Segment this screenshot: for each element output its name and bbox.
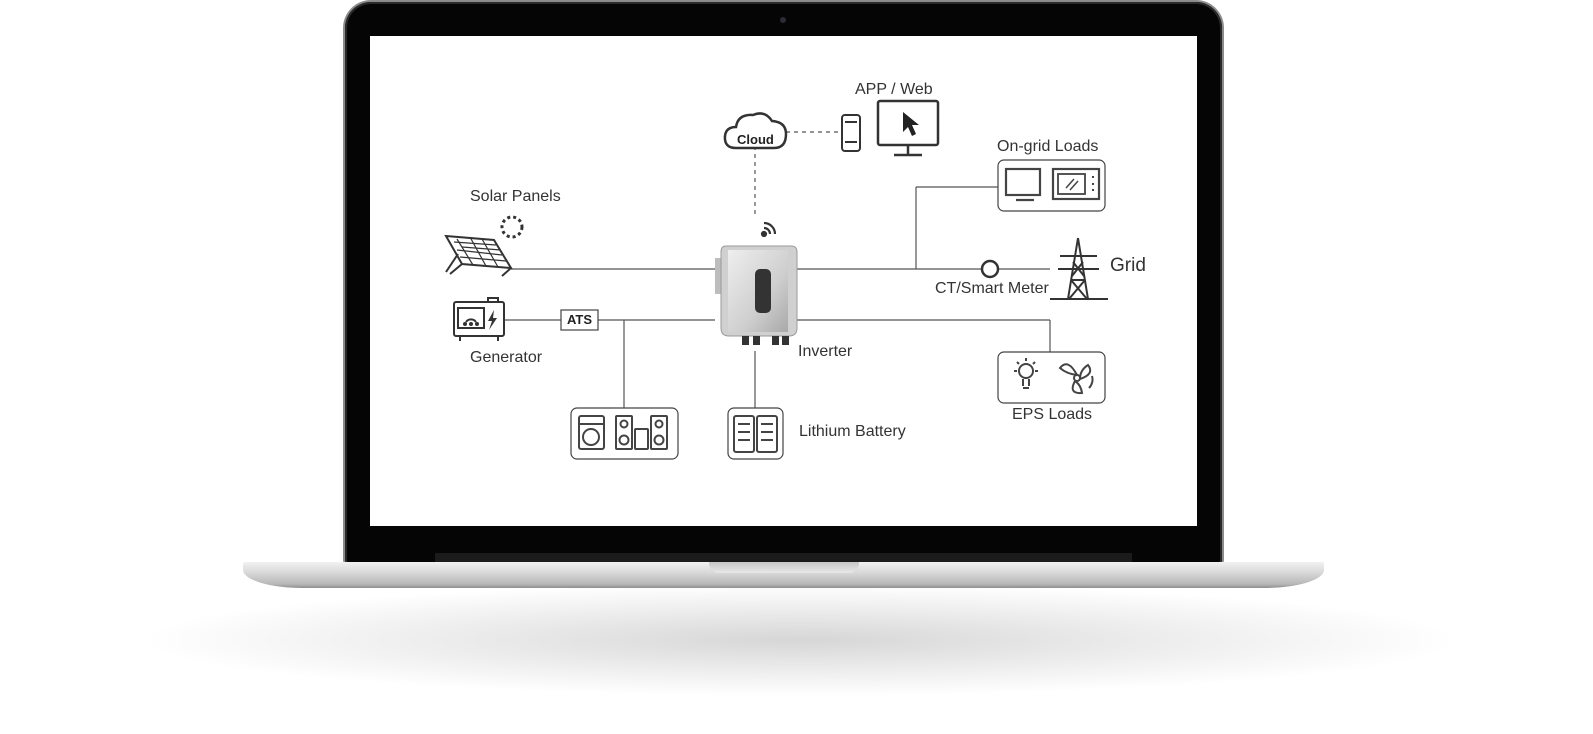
speaker-icon xyxy=(615,415,668,450)
inverter-label: Inverter xyxy=(798,343,853,360)
wifi-icon xyxy=(760,221,777,238)
battery-box xyxy=(727,407,784,460)
lightning-icon xyxy=(488,310,497,330)
light-bulb-icon xyxy=(1014,358,1038,389)
solar-panels-label: Solar Panels xyxy=(470,188,561,205)
phone-icon xyxy=(841,114,861,152)
cloud-icon xyxy=(723,112,788,150)
monitor-icon xyxy=(876,99,940,157)
ct-meter-label: CT/Smart Meter xyxy=(935,280,1049,297)
lithium-battery-label: Lithium Battery xyxy=(799,423,906,440)
laptop-base xyxy=(243,562,1324,588)
laptop-lid: APP / Web Cloud On-grid Loads Solar Pane… xyxy=(345,2,1222,564)
inverter-icon xyxy=(715,245,798,345)
eps-loads-label: EPS Loads xyxy=(1012,406,1093,423)
home-loads-box xyxy=(570,407,679,460)
transmission-tower-icon xyxy=(1050,237,1108,300)
app-web-label: APP / Web xyxy=(855,81,933,98)
grid-label: Grid xyxy=(1110,255,1146,276)
system-diagram xyxy=(444,99,1108,460)
connection-lines xyxy=(504,131,1051,408)
eps-loads-box xyxy=(997,351,1106,404)
battery-icon xyxy=(733,415,778,453)
tv-icon xyxy=(1004,167,1042,197)
cursor-icon xyxy=(903,112,919,136)
solar-panel-icon xyxy=(444,234,513,277)
cloud-label: Cloud xyxy=(737,132,774,147)
generator-label: Generator xyxy=(470,349,543,366)
fan-icon xyxy=(1058,363,1094,395)
ct-meter-icon xyxy=(980,259,1000,279)
laptop-notch xyxy=(709,562,859,573)
ats-box xyxy=(560,309,599,331)
microwave-icon xyxy=(1051,167,1101,201)
ats-label: ATS xyxy=(567,312,593,327)
laptop-hinge xyxy=(435,553,1132,563)
washing-machine-icon xyxy=(578,415,605,450)
laptop-screen: APP / Web Cloud On-grid Loads Solar Pane… xyxy=(370,36,1197,526)
camera-icon xyxy=(780,17,786,23)
on-grid-loads-label: On-grid Loads xyxy=(997,138,1099,155)
on-grid-loads-box xyxy=(997,159,1106,212)
laptop-shadow xyxy=(150,585,1450,695)
sun-icon xyxy=(500,215,524,239)
generator-icon xyxy=(453,297,505,341)
